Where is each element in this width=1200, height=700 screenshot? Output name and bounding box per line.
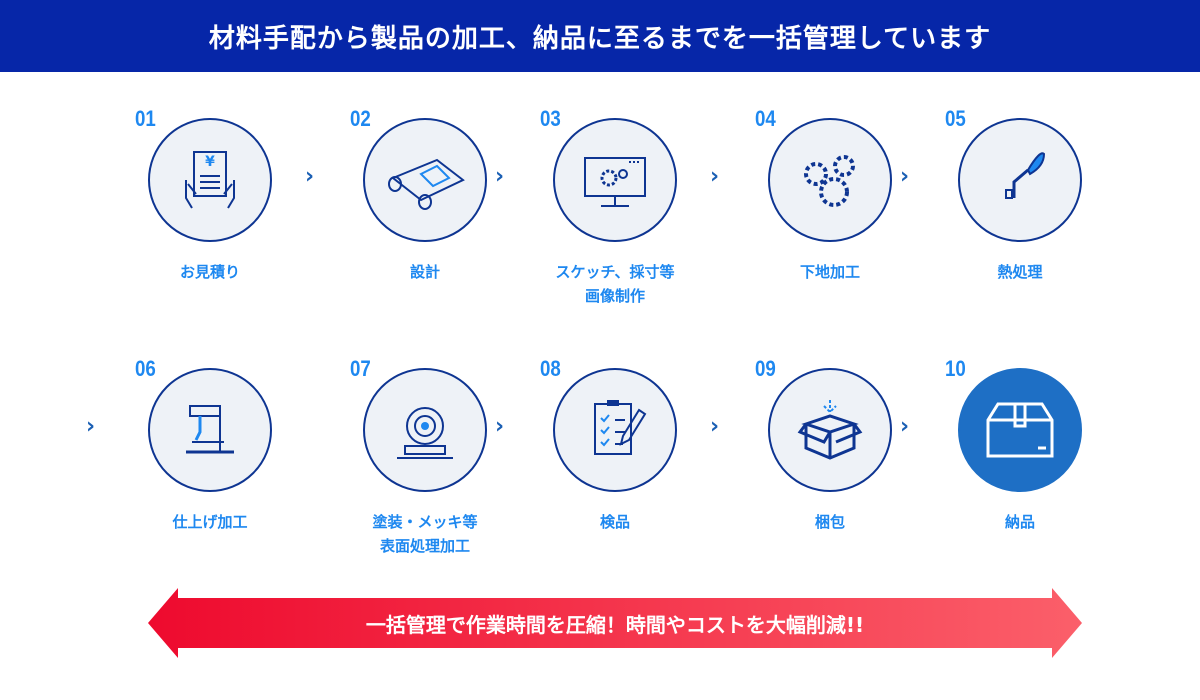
step-07-circle <box>363 368 487 492</box>
step-number: 06 <box>135 356 156 381</box>
step-06-circle <box>148 368 272 492</box>
step-label: 熱処理 <box>997 263 1043 281</box>
chevron-right-icon: › <box>495 414 505 439</box>
chevron-right-icon: › <box>710 164 720 189</box>
step-number: 04 <box>755 106 776 131</box>
chevron-right-icon: › <box>86 414 96 439</box>
closed-box-icon <box>986 402 1054 458</box>
chevron-right-icon: › <box>710 414 720 439</box>
blueprint-icon <box>388 158 465 210</box>
step-number: 08 <box>540 356 561 381</box>
step-04-circle <box>768 118 892 242</box>
step-number: 02 <box>350 106 371 131</box>
step-05-circle <box>958 118 1082 242</box>
chevron-right-icon: › <box>900 164 910 189</box>
step-label: 梱包 <box>814 513 845 531</box>
step-label: 設計 <box>409 263 440 281</box>
step-number: 03 <box>540 106 561 131</box>
footer-double-arrow <box>148 588 1082 658</box>
chevron-right-icon: › <box>305 164 315 189</box>
step-01-circle: ¥ <box>148 118 272 242</box>
gears-icon <box>804 155 855 207</box>
monitor-gears-icon <box>584 157 646 207</box>
step-number: 05 <box>945 106 966 131</box>
step-label: 下地加工 <box>799 263 860 281</box>
step-label: 納品 <box>1004 513 1035 531</box>
step-label: 仕上げ加工 <box>172 513 248 531</box>
header-title: 材料手配から製品の加工、納品に至るまでを一括管理しています <box>208 23 992 54</box>
open-box-icon <box>797 400 863 460</box>
step-number: 01 <box>135 106 156 131</box>
footer-message: 一括管理で作業時間を圧縮！時間やコストを大幅削減!! <box>365 612 865 637</box>
header-banner: 材料手配から製品の加工、納品に至るまでを一括管理しています <box>0 0 1200 72</box>
step-label: お見積り <box>179 263 240 281</box>
step-08-circle <box>553 368 677 492</box>
chevron-right-icon: › <box>495 164 505 189</box>
step-03-circle <box>553 118 677 242</box>
step-02-circle <box>363 118 487 242</box>
estimate-document-icon: ¥ <box>185 151 235 209</box>
step-label: 塗装・メッキ等 表面処理加工 <box>372 513 478 555</box>
step-label: 検品 <box>599 513 630 531</box>
torch-icon <box>1005 152 1046 199</box>
step-09-circle <box>768 368 892 492</box>
step-label: スケッチ、採寸等 画像制作 <box>555 263 675 305</box>
drill-press-icon <box>186 405 234 454</box>
spray-coating-icon <box>397 407 453 459</box>
step-number: 10 <box>945 356 966 381</box>
step-10-circle <box>958 368 1082 492</box>
chevron-right-icon: › <box>900 414 910 439</box>
step-number: 09 <box>755 356 776 381</box>
step-number: 07 <box>350 356 371 381</box>
svg-text:¥: ¥ <box>205 154 215 170</box>
clipboard-check-icon <box>594 400 647 455</box>
